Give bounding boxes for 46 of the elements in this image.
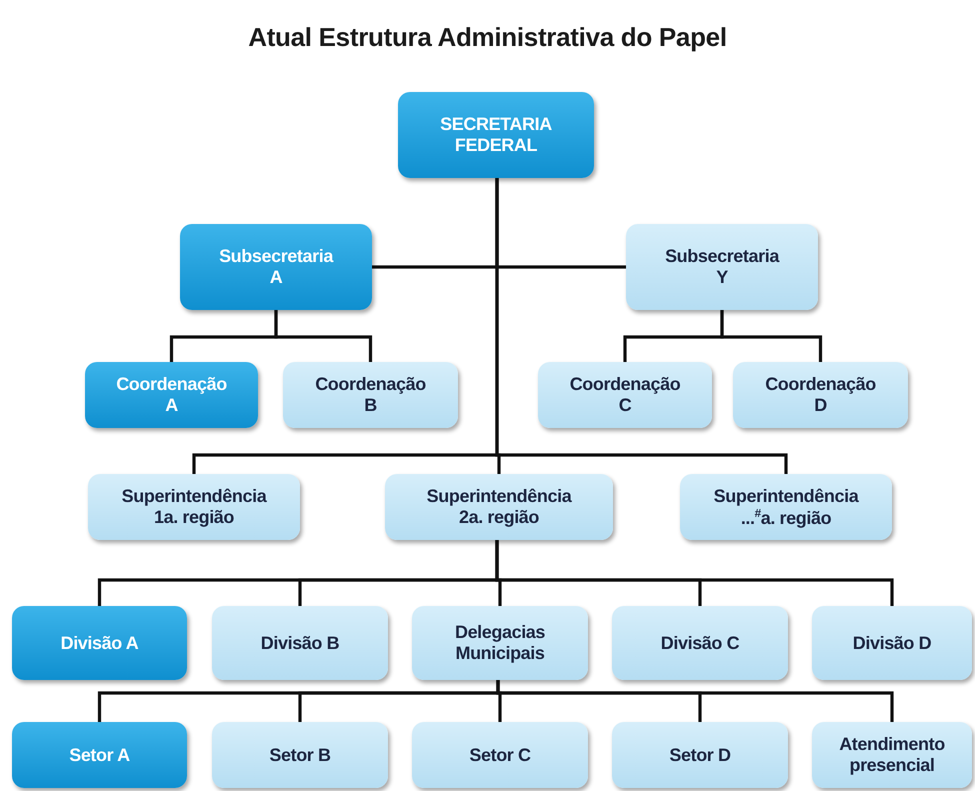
box-label: Superintendência 2a. região	[426, 486, 573, 528]
box-label: Divisão D	[852, 632, 932, 654]
connector-line	[495, 540, 894, 606]
box-label: Atendimento presencial	[838, 734, 946, 776]
highlighted-org-box	[12, 606, 187, 680]
box-label: Coordenação C	[568, 374, 682, 416]
box-label: Setor A	[69, 744, 130, 766]
org-box	[412, 722, 588, 788]
org-box	[612, 722, 788, 788]
org-box	[283, 362, 458, 428]
org-box	[412, 606, 588, 680]
box-label: SECRETARIA FEDERAL	[439, 114, 553, 156]
org-box	[88, 474, 300, 540]
org-box	[612, 606, 788, 680]
org-box	[538, 362, 712, 428]
box-label: Setor C	[469, 744, 531, 766]
connector-line	[274, 310, 372, 362]
highlighted-org-box	[85, 362, 258, 428]
box-label: Coordenação B	[314, 374, 427, 416]
box-label: Setor B	[269, 744, 331, 766]
box-label: Setor D	[669, 744, 731, 766]
connector-line	[720, 310, 822, 362]
box-label: Coordenação A	[115, 374, 228, 416]
org-box	[385, 474, 613, 540]
org-box	[626, 224, 818, 310]
box-label: Subsecretaria A	[218, 246, 334, 288]
box-label: Divisão A	[60, 632, 138, 654]
connector-line	[495, 178, 788, 474]
org-box	[680, 474, 892, 540]
box-label: Divisão B	[260, 632, 340, 654]
connector-line	[496, 680, 894, 722]
box-label: Divisão C	[660, 632, 740, 654]
org-box	[733, 362, 908, 428]
org-box	[812, 722, 972, 788]
org-box	[812, 606, 972, 680]
highlighted-org-box	[398, 92, 594, 178]
box-label: Superintendência ...$^{#}$a. região	[712, 486, 860, 528]
highlighted-org-box	[12, 722, 187, 788]
org-box	[212, 722, 388, 788]
chart-title: Atual Estrutura Administrativa do Papel	[247, 22, 728, 53]
box-label: Subsecretaria Y	[664, 246, 780, 288]
box-label: Superintendência 1a. região	[120, 486, 268, 528]
box-label: Coordenação D	[764, 374, 877, 416]
box-label: Delegacias Municipais	[454, 622, 546, 664]
org-box	[212, 606, 388, 680]
highlighted-org-box	[180, 224, 372, 310]
